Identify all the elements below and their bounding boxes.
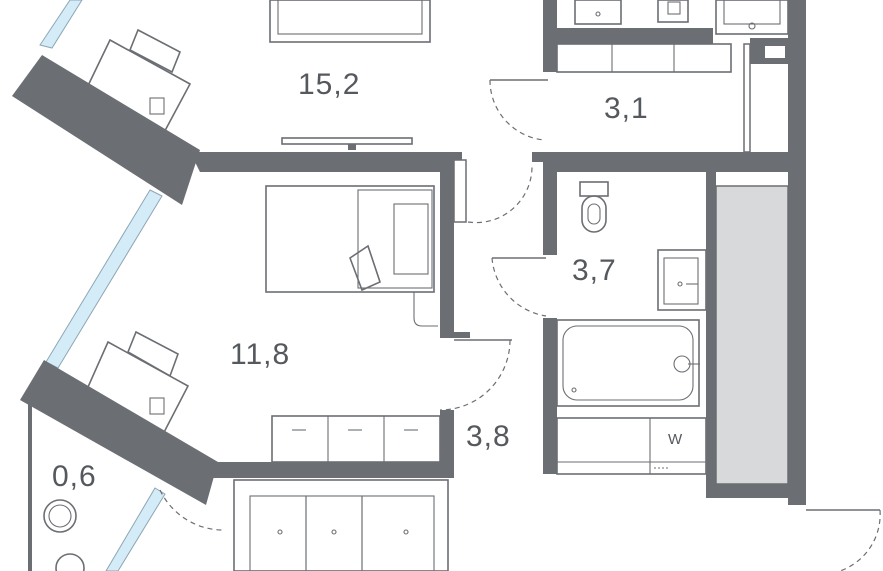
sink-top-right xyxy=(715,0,789,35)
washing-machine-label: W xyxy=(668,431,683,448)
toilet-top xyxy=(657,0,689,23)
window-upper xyxy=(39,0,83,49)
desk-top xyxy=(82,28,192,142)
tv-stand xyxy=(281,137,413,150)
area-label-bedroom: 11,8 xyxy=(230,338,290,371)
window-middle xyxy=(45,189,163,369)
sink-bathroom xyxy=(657,249,707,311)
toilet-bathroom xyxy=(579,181,609,233)
walls xyxy=(12,0,806,571)
bed-bedroom xyxy=(265,185,438,327)
kitchen-unit xyxy=(556,417,707,475)
area-label-room-top: 15,2 xyxy=(298,68,360,101)
sink-top-left xyxy=(574,0,622,25)
wardrobe xyxy=(271,415,441,463)
area-label-hall: 3,1 xyxy=(604,92,649,125)
window-lower xyxy=(105,487,166,571)
sofa xyxy=(233,479,449,571)
bed-top xyxy=(269,0,431,43)
area-label-balcony: 0,6 xyxy=(52,460,97,493)
balcony-chairs xyxy=(43,499,85,571)
desk-bedroom xyxy=(82,330,190,442)
hall-shelf xyxy=(556,43,732,73)
area-label-corridor: 3,8 xyxy=(466,420,511,453)
doors xyxy=(159,43,881,571)
ventilation-shaft xyxy=(715,185,789,485)
area-label-bathroom: 3,7 xyxy=(572,254,617,287)
bathtub xyxy=(556,319,700,407)
